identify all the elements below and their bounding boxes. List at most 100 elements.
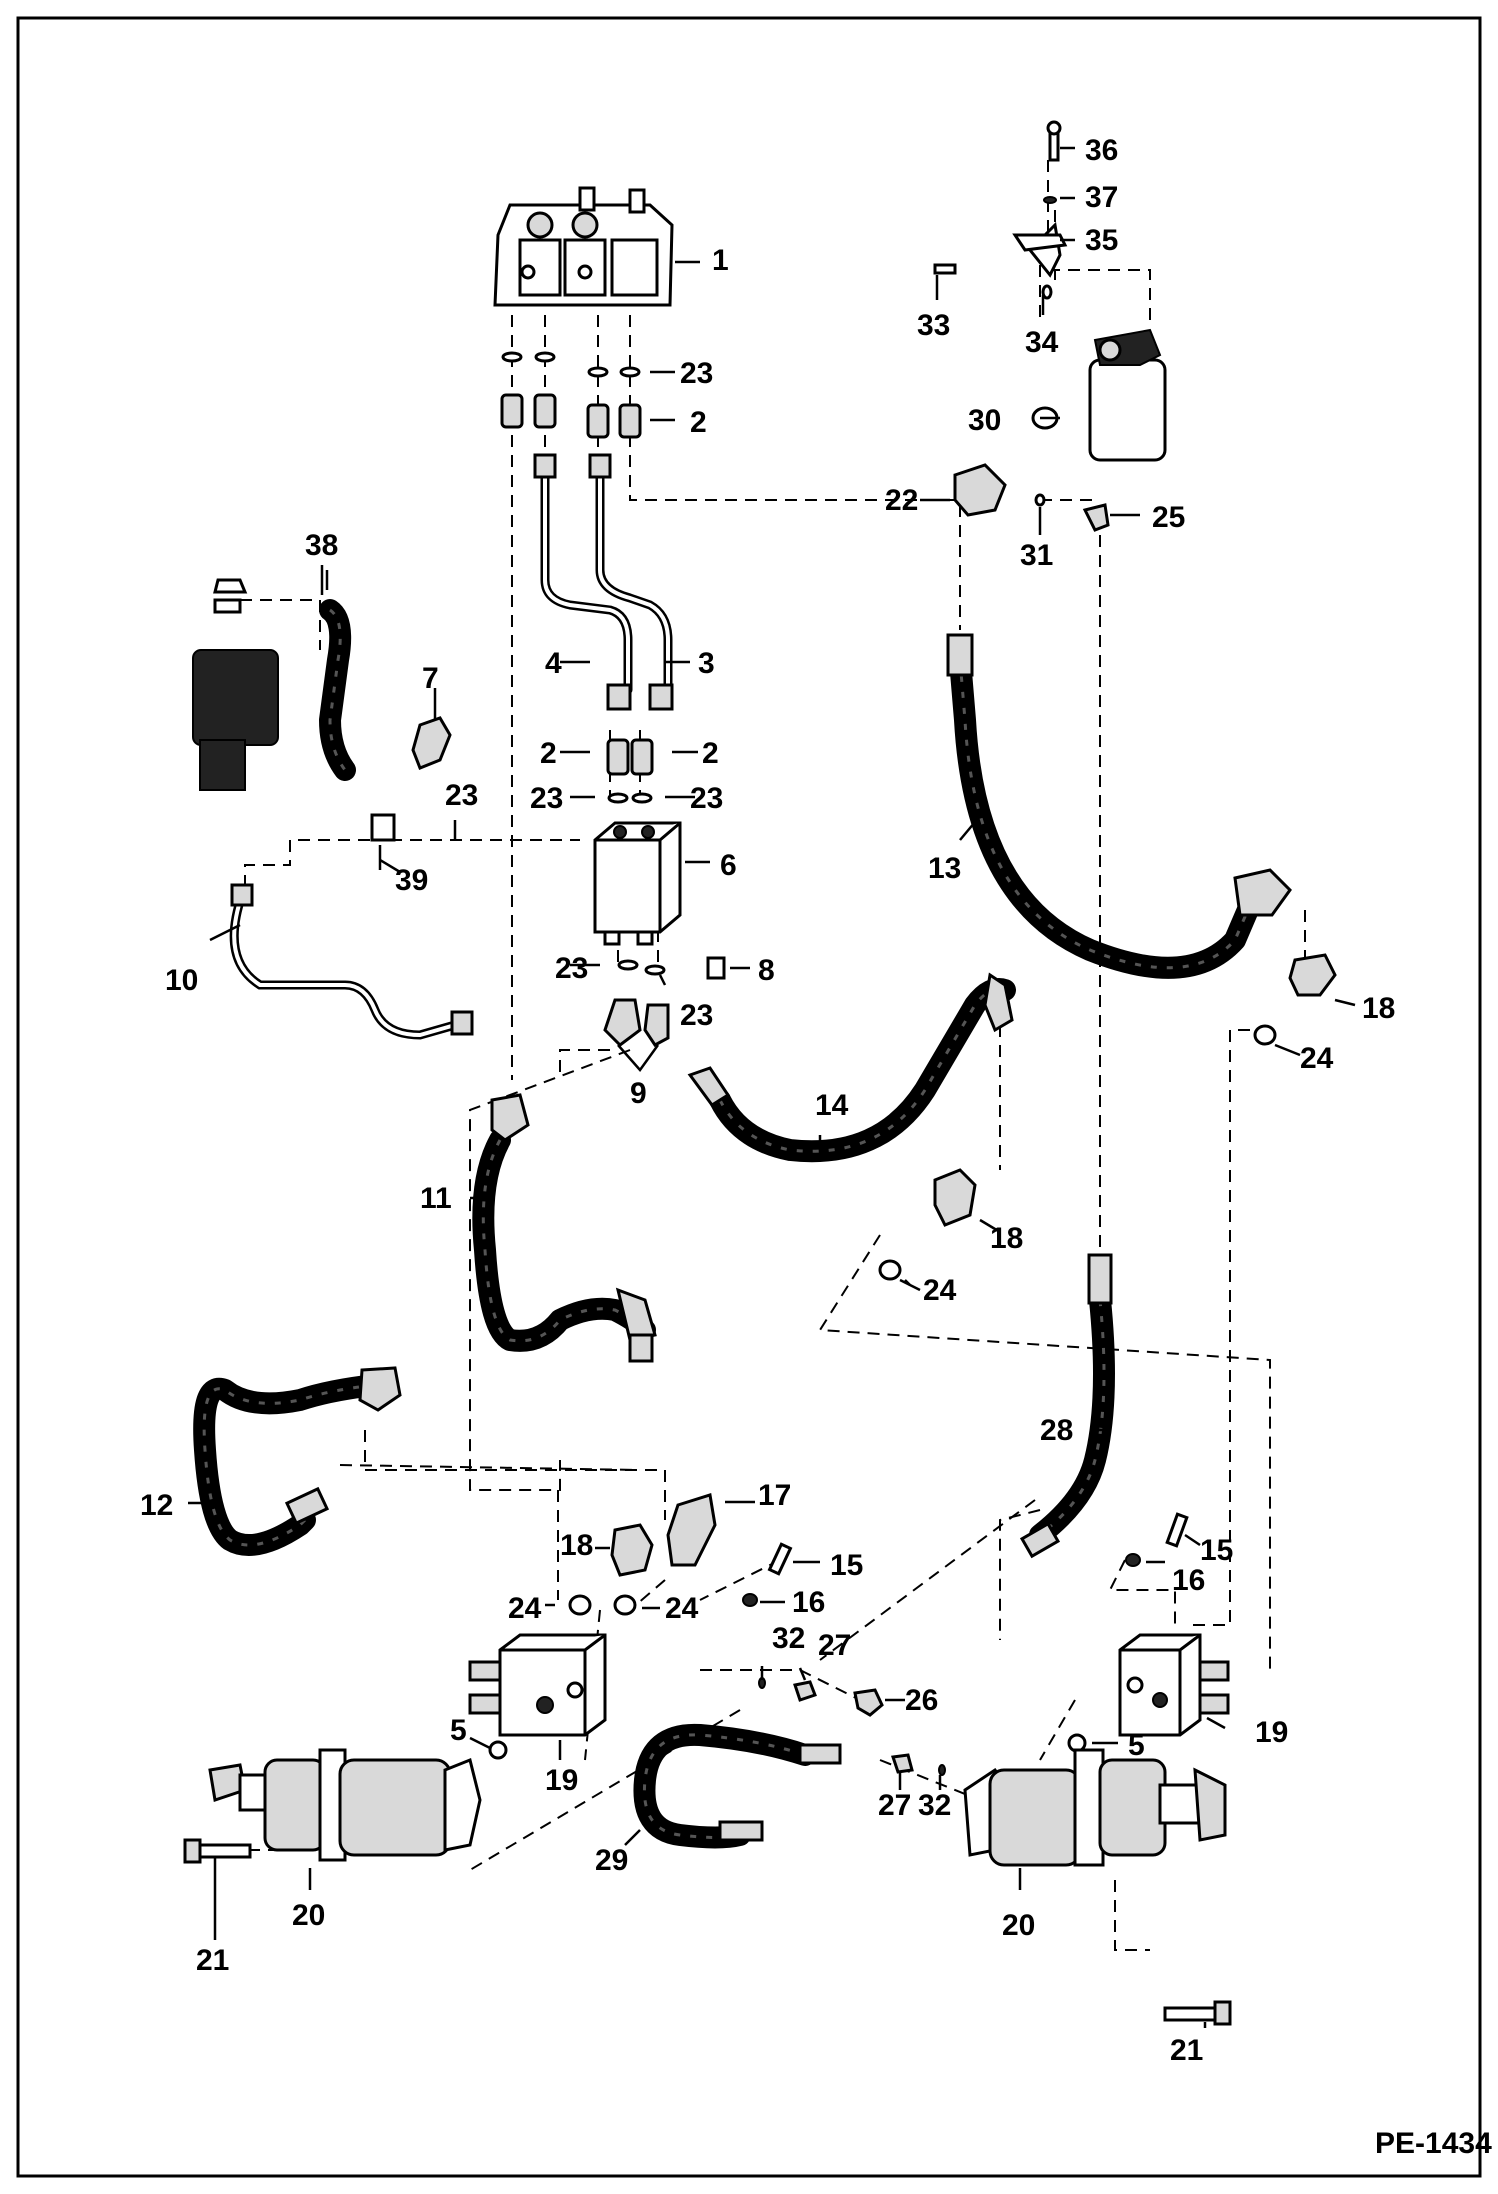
fitting-27-upper xyxy=(793,1680,817,1702)
bolt xyxy=(1165,1512,1189,1548)
callout-18: 18 xyxy=(1362,992,1395,1025)
callout-35: 35 xyxy=(1085,224,1118,257)
bolt xyxy=(767,1542,793,1576)
hose-14 xyxy=(687,972,1016,1163)
o-ring xyxy=(488,1740,508,1760)
o-ring xyxy=(878,1259,902,1281)
hose-12 xyxy=(193,1366,402,1556)
lower-adapters xyxy=(606,738,654,804)
steel-tubes xyxy=(533,453,674,711)
callout-29: 29 xyxy=(595,1844,628,1877)
elbow-fittings xyxy=(603,998,670,1047)
callout-11: 11 xyxy=(420,1182,452,1215)
washer xyxy=(1125,1553,1141,1567)
callout-2: 2 xyxy=(540,737,557,770)
hose-38 xyxy=(319,599,356,781)
fitting-27-lower xyxy=(891,1753,914,1774)
callout-32: 32 xyxy=(772,1622,805,1655)
callout-1: 1 xyxy=(712,244,729,277)
callout-6: 6 xyxy=(720,849,737,882)
solenoid-valve-assembly xyxy=(493,186,674,307)
manifold-block xyxy=(593,821,726,980)
callout-2: 2 xyxy=(690,406,707,439)
callout-24: 24 xyxy=(665,1592,699,1625)
callout-21: 21 xyxy=(1170,2034,1203,2067)
callout-20: 20 xyxy=(1002,1909,1035,1942)
hose-28 xyxy=(1019,1253,1115,1559)
callout-20: 20 xyxy=(292,1899,325,1932)
o-ring-32 xyxy=(938,1764,946,1776)
callout-12: 12 xyxy=(140,1489,173,1522)
callout-19: 19 xyxy=(545,1764,578,1797)
callout-16: 16 xyxy=(1172,1564,1205,1597)
callout-8: 8 xyxy=(758,954,775,987)
callout-23: 23 xyxy=(690,782,723,815)
callout-17: 17 xyxy=(758,1479,791,1512)
washer xyxy=(742,1593,758,1607)
callout-27: 27 xyxy=(878,1789,911,1822)
callout-34: 34 xyxy=(1025,326,1059,359)
callout-32: 32 xyxy=(918,1789,951,1822)
callout-27: 27 xyxy=(818,1629,851,1662)
callout-26: 26 xyxy=(905,1684,938,1717)
callout-21: 21 xyxy=(196,1944,229,1977)
callout-18: 18 xyxy=(990,1222,1023,1255)
callout-36: 36 xyxy=(1085,134,1118,167)
elbow-17 xyxy=(666,1493,717,1567)
hose-13 xyxy=(946,633,1292,979)
callout-15: 15 xyxy=(1200,1534,1233,1567)
callout-14: 14 xyxy=(815,1089,849,1122)
bolt-21-left xyxy=(193,1843,252,1859)
callout-23: 23 xyxy=(680,357,713,390)
callout-19: 19 xyxy=(1255,1716,1288,1749)
callout-23: 23 xyxy=(445,779,478,812)
fitting-26 xyxy=(853,1688,884,1717)
callout-30: 30 xyxy=(968,404,1001,437)
callout-16: 16 xyxy=(792,1586,825,1619)
callout-4: 4 xyxy=(545,647,562,680)
bolt-head xyxy=(1213,2000,1232,2026)
diagram-border xyxy=(16,16,1482,2178)
valve-fittings xyxy=(500,351,642,439)
callout-24: 24 xyxy=(1300,1042,1334,1075)
bolt-head xyxy=(183,1838,202,1864)
callout-24: 24 xyxy=(923,1274,957,1307)
callout-38: 38 xyxy=(305,529,338,562)
valve-block-right xyxy=(1118,1633,1230,1737)
elbow-18-right xyxy=(1288,953,1337,997)
callout-5: 5 xyxy=(450,1714,467,1747)
o-ring xyxy=(613,1594,637,1616)
callout-31: 31 xyxy=(1020,539,1053,572)
callout-3: 3 xyxy=(698,647,715,680)
hose-29 xyxy=(633,1723,842,1849)
callout-9: 9 xyxy=(630,1077,647,1110)
valve-block-left xyxy=(468,1633,607,1737)
callout-24: 24 xyxy=(508,1592,542,1625)
callout-23: 23 xyxy=(530,782,563,815)
callout-labels: 1 23 2 4 3 2 2 23 23 23 6 7 38 39 10 23 … xyxy=(140,134,1395,2067)
callout-23: 23 xyxy=(680,999,713,1032)
o-ring xyxy=(644,964,666,976)
callout-37: 37 xyxy=(1085,181,1118,214)
elbow-18-lower xyxy=(610,1523,654,1577)
callout-23: 23 xyxy=(555,952,588,985)
o-ring xyxy=(568,1594,592,1616)
callout-7: 7 xyxy=(422,662,439,695)
elbow-7 xyxy=(411,716,452,770)
leader-lines xyxy=(188,146,1356,2028)
drive-motor-right xyxy=(963,1748,1227,1867)
tube-10 xyxy=(229,883,474,1040)
hose-11 xyxy=(472,1093,657,1363)
drive-motor-left xyxy=(208,1748,482,1862)
callout-5: 5 xyxy=(1128,1729,1145,1762)
callout-13: 13 xyxy=(928,852,961,885)
pressure-valve xyxy=(192,578,396,842)
callout-2: 2 xyxy=(702,737,719,770)
o-ring xyxy=(1253,1024,1277,1046)
figure-id: PE-1434 xyxy=(1375,2127,1492,2160)
bolt-21-right xyxy=(1163,2006,1222,2022)
callout-22: 22 xyxy=(885,484,918,517)
o-ring xyxy=(617,959,639,971)
callout-39: 39 xyxy=(395,864,428,897)
